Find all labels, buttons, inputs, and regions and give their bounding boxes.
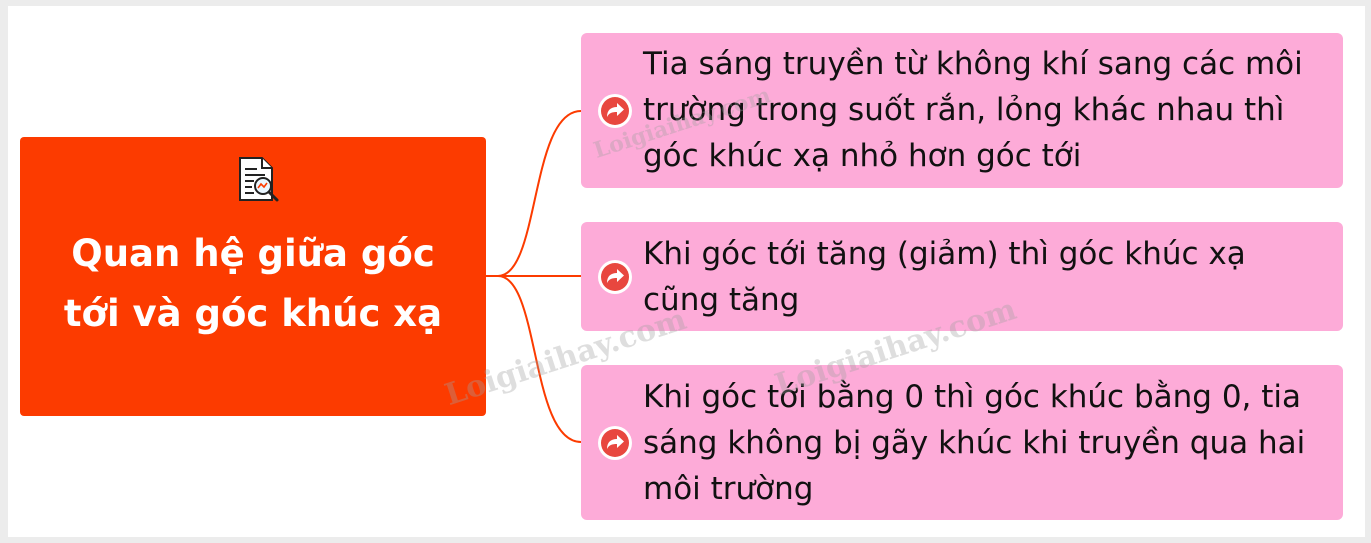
branch-text-2: Khi góc tới tăng (giảm) thì góc khúc xạ …	[643, 236, 1246, 318]
branch-text-3: Khi góc tới bằng 0 thì góc khúc bằng 0, …	[643, 379, 1306, 507]
branch-topic-3[interactable]: Khi góc tới bằng 0 thì góc khúc bằng 0, …	[581, 365, 1343, 520]
branch-topic-1[interactable]: Tia sáng truyền từ không khí sang các mô…	[581, 33, 1343, 188]
arrow-forward-icon	[598, 426, 632, 460]
arrow-forward-icon	[598, 260, 632, 294]
branch-text-1: Tia sáng truyền từ không khí sang các mô…	[643, 46, 1303, 174]
document-search-icon	[239, 157, 279, 202]
central-topic-title: Quan hệ giữa góc tới và góc khúc xạ	[63, 232, 443, 335]
branch-topic-2[interactable]: Khi góc tới tăng (giảm) thì góc khúc xạ …	[581, 222, 1343, 331]
arrow-forward-icon	[598, 94, 632, 128]
central-topic[interactable]: Quan hệ giữa góc tới và góc khúc xạ	[20, 137, 486, 416]
